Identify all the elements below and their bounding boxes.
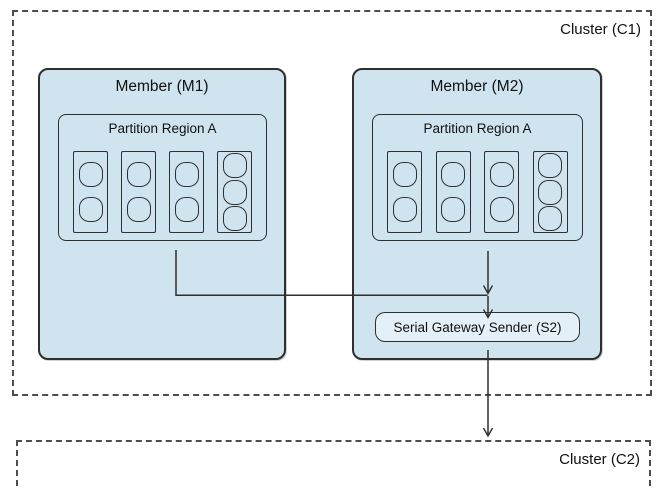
bucket-entry-oval — [78, 197, 103, 222]
bucket-entry-oval — [126, 162, 151, 187]
bucket-entry-oval — [222, 205, 247, 231]
serial-gateway-sender-s2-label: Serial Gateway Sender (S2) — [393, 319, 562, 335]
bucket-entry-oval — [441, 197, 466, 222]
bucket-column — [169, 151, 204, 233]
member-m1-bucket-list — [59, 151, 266, 233]
member-m2-partition-label: Partition Region A — [423, 121, 532, 136]
bucket-entry-oval — [222, 179, 247, 205]
member-m1-partition-label: Partition Region A — [108, 121, 217, 136]
bucket-column — [387, 151, 422, 233]
member-m2-partition-region: Partition Region A — [372, 114, 583, 241]
bucket-entry-oval — [174, 197, 199, 222]
bucket-entry-oval — [392, 197, 417, 222]
member-m1-partition-region: Partition Region A — [58, 114, 267, 241]
bucket-entry-oval — [489, 162, 514, 187]
bucket-column — [73, 151, 108, 233]
bucket-entry-oval — [441, 162, 466, 187]
bucket-entry-oval — [78, 162, 103, 187]
bucket-entry-oval — [174, 162, 199, 187]
member-m1-box: Member (M1) Partition Region A — [38, 68, 286, 360]
bucket-entry-oval — [538, 179, 563, 205]
bucket-entry-oval — [538, 153, 563, 179]
member-m2-bucket-list — [373, 151, 582, 233]
bucket-column — [532, 151, 568, 233]
bucket-entry-oval — [392, 162, 417, 187]
cluster-c2-box: Cluster (C2) — [16, 440, 651, 486]
bucket-entry-oval — [222, 153, 247, 179]
member-m2-box: Member (M2) Partition Region A Serial Ga… — [352, 68, 602, 360]
cluster-c1-label: Cluster (C1) — [560, 21, 641, 38]
bucket-column — [484, 151, 520, 233]
bucket-entry-oval — [126, 197, 151, 222]
bucket-entry-oval — [538, 205, 563, 231]
serial-gateway-sender-s2-box: Serial Gateway Sender (S2) — [375, 312, 580, 342]
bucket-column — [435, 151, 471, 233]
bucket-entry-oval — [489, 197, 514, 222]
cluster-c1-box: Cluster (C1) — [12, 10, 652, 396]
bucket-column — [121, 151, 156, 233]
bucket-column — [217, 151, 252, 233]
member-m2-label: Member (M2) — [430, 78, 524, 95]
cluster-c2-label: Cluster (C2) — [559, 451, 640, 468]
member-m1-label: Member (M1) — [115, 78, 209, 95]
